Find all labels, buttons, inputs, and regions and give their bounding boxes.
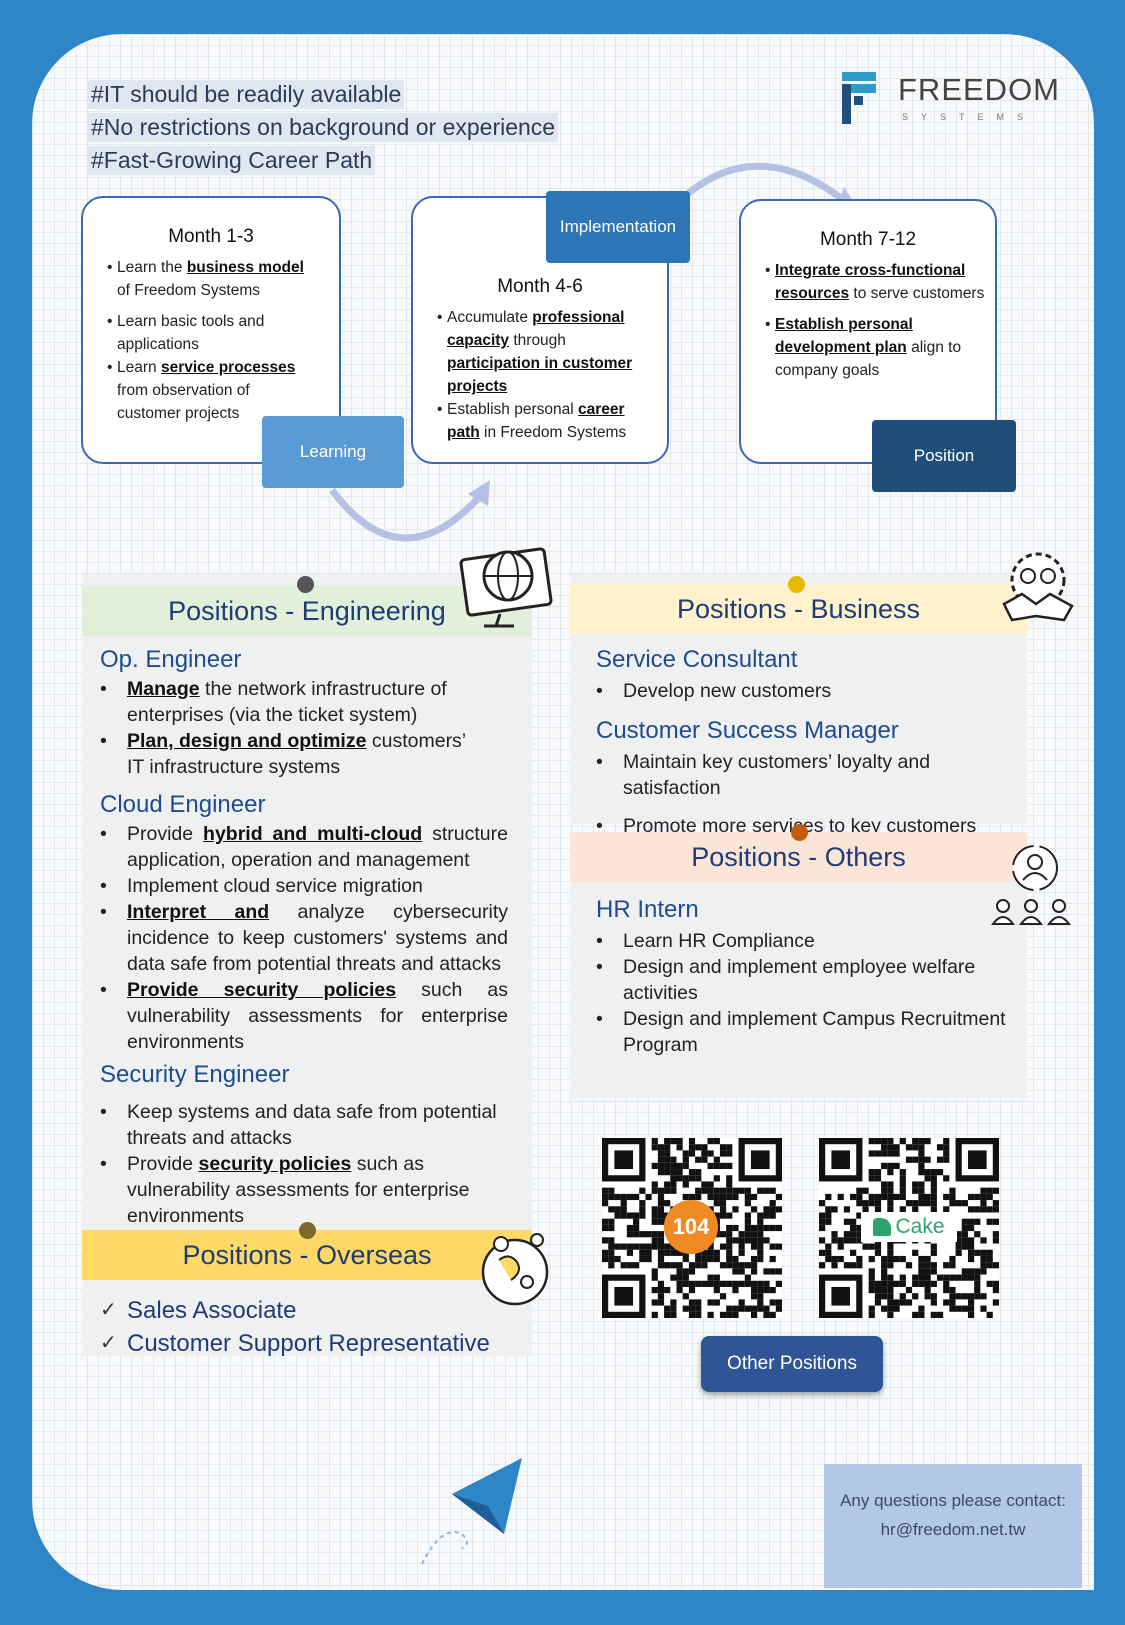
list-item: Customer Support Representative	[100, 1327, 520, 1360]
bottom-curved-arrow-icon	[329, 480, 490, 542]
pin-icon	[299, 1222, 316, 1239]
list-item: Implement cloud service migration	[100, 873, 508, 899]
month-title: Month 7-12	[819, 229, 917, 250]
role-title: Op. Engineer	[100, 646, 242, 673]
list-item: Design and implement Campus Recruitment …	[596, 1006, 1021, 1058]
overseas-list: Sales Associate Customer Support Represe…	[100, 1294, 520, 1360]
role-title: HR Intern	[596, 896, 699, 923]
list-item: Keep systems and data safe from potentia…	[100, 1099, 500, 1151]
list-item: Learn HR Compliance	[596, 928, 1021, 954]
list-item: Accumulate professional capacity through…	[437, 306, 659, 398]
op-engineer-list: Manage the network infrastructure of ent…	[100, 676, 470, 780]
customer-success-list: Maintain key customers’ loyalty and sati…	[596, 749, 1016, 839]
pin-icon	[791, 824, 808, 841]
list-item: Establish personal career path in Freedo…	[437, 398, 659, 444]
service-consultant-list: Develop new customers	[596, 678, 1016, 704]
hashtag-block: #IT should be readily available #No rest…	[88, 80, 559, 179]
logo-subtitle: SYSTEMS	[902, 112, 1037, 122]
others-heading: Positions - Others	[570, 832, 1027, 882]
list-item: Develop new customers	[596, 678, 1016, 704]
list-item: Manage the network infrastructure of ent…	[100, 676, 470, 728]
pin-icon	[297, 576, 314, 593]
qr-code-104[interactable]: 104	[602, 1138, 782, 1318]
security-engineer-list: Keep systems and data safe from potentia…	[100, 1099, 500, 1229]
month-7-12-list: Integrate cross-functional resources to …	[765, 259, 985, 390]
overseas-heading: Positions - Overseas	[82, 1230, 532, 1280]
list-item: Design and implement employee welfare ac…	[596, 954, 1021, 1006]
other-positions-button[interactable]: Other Positions	[701, 1336, 883, 1392]
engineering-heading: Positions - Engineering	[82, 586, 532, 636]
list-item: Provide hybrid and multi-cloud structure…	[100, 821, 508, 873]
globe-monitor-icon	[459, 547, 553, 628]
list-item: Maintain key customers’ loyalty and sati…	[596, 749, 1016, 801]
handshake-gear-icon	[1002, 552, 1074, 622]
list-item: Provide security policies such as vulner…	[100, 977, 508, 1055]
list-item: Learn the business model of Freedom Syst…	[107, 256, 317, 302]
qr-code-cake[interactable]: Cake	[819, 1138, 999, 1318]
hr-intern-list: Learn HR Compliance Design and implement…	[596, 928, 1021, 1058]
list-item: Learn basic tools and applications	[107, 310, 317, 356]
list-item: Establish personal development plan alig…	[765, 313, 985, 382]
hashtag: #IT should be readily available	[88, 80, 405, 109]
cake-logo-icon	[873, 1218, 892, 1236]
list-item: Learn service processes from observation…	[107, 356, 317, 425]
contact-box: Any questions please contact: hr@freedom…	[824, 1464, 1082, 1588]
role-title: Service Consultant	[596, 646, 798, 673]
others-panel: Positions - Others HR Intern Learn HR Co…	[570, 824, 1027, 1098]
hashtag: #Fast-Growing Career Path	[88, 146, 376, 175]
list-item: Integrate cross-functional resources to …	[765, 259, 985, 305]
map-pins-icon	[481, 1233, 549, 1306]
team-people-icon	[991, 845, 1071, 925]
paper-plane-icon	[421, 1458, 522, 1565]
month-1-3-card: Month 1-3 Learn the business model of Fr…	[81, 196, 341, 464]
list-item: Plan, design and optimize customers’ IT …	[100, 728, 470, 780]
cloud-engineer-list: Provide hybrid and multi-cloud structure…	[100, 821, 508, 1055]
role-title: Cloud Engineer	[100, 791, 266, 818]
month-4-6-list: Accumulate professional capacity through…	[437, 306, 659, 452]
list-item: Provide security policies such as vulner…	[100, 1151, 500, 1229]
contact-line: Any questions please contact:	[840, 1491, 1066, 1510]
month-1-3-list: Learn the business model of Freedom Syst…	[107, 256, 317, 433]
badge-104: 104	[664, 1200, 718, 1254]
logo-word: FREEDOM	[898, 72, 1060, 107]
business-heading: Positions - Business	[570, 584, 1027, 634]
role-title: Security Engineer	[100, 1061, 290, 1088]
badge-cake: Cake	[861, 1212, 957, 1242]
pin-icon	[788, 576, 805, 593]
flyer-sheet: #IT should be readily available #No rest…	[32, 34, 1094, 1590]
stage-position-label: Position	[872, 420, 1016, 492]
contact-email[interactable]: hr@freedom.net.tw	[880, 1520, 1026, 1539]
role-title: Customer Success Manager	[596, 717, 899, 744]
list-item: Interpret and analyze cybersecurity inci…	[100, 899, 508, 977]
month-7-12-card: Month 7-12 Integrate cross-functional re…	[739, 199, 997, 464]
hashtag: #No restrictions on background or experi…	[88, 113, 559, 142]
cake-label: Cake	[895, 1215, 945, 1238]
engineering-panel: Positions - Engineering Op. Engineer Man…	[82, 574, 532, 1360]
list-item: Sales Associate	[100, 1294, 520, 1327]
month-title: Month 4-6	[497, 276, 583, 297]
stage-learning-label: Learning	[262, 416, 404, 488]
month-title: Month 1-3	[168, 226, 254, 247]
stage-implementation-label: Implementation	[546, 191, 690, 263]
company-logo: FREEDOM SYSTEMS	[840, 70, 1062, 132]
business-panel: Positions - Business Service Consultant …	[570, 574, 1027, 839]
logo-mark-icon	[842, 72, 876, 124]
